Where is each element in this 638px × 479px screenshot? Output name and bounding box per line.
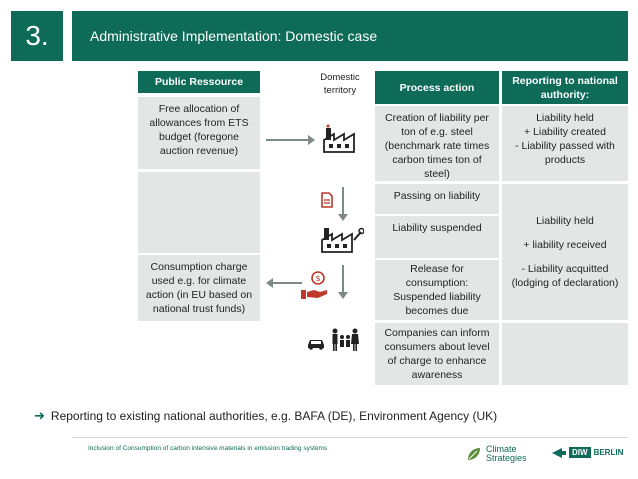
public-resource-row-1: Free allocation of allowances from ETS b…	[138, 97, 260, 169]
slide-header: 3. Administrative Implementation: Domest…	[0, 11, 638, 61]
slide-number: 3.	[11, 11, 63, 61]
family-icon	[332, 328, 359, 351]
arrow-down-1	[338, 187, 348, 221]
diw-arrow-icon	[552, 447, 566, 458]
reporting-row-1: Liability held + Liability created - Lia…	[502, 106, 628, 181]
car-icon	[308, 340, 324, 350]
document-icon	[321, 192, 333, 208]
footer-divider	[72, 437, 628, 438]
domestic-territory-label: Domestic territory	[320, 72, 360, 96]
logo-cs-line2: Strategies	[486, 453, 527, 463]
process-action-header: Process action	[375, 71, 499, 104]
money-hand-icon: $	[301, 271, 327, 299]
arrow-down-2	[338, 265, 348, 299]
process-row-companies: Companies can inform consumers about lev…	[375, 323, 499, 385]
arrow-bullet-icon: ➜	[34, 408, 45, 423]
reporting-liability-held: Liability held	[536, 215, 594, 227]
public-resource-row-2	[138, 172, 260, 253]
arrow-left	[266, 278, 302, 288]
svg-text:$: $	[315, 274, 320, 283]
process-row-passing: Passing on liability	[375, 184, 499, 214]
footer-text: Inclusion of Consumption of carbon inten…	[88, 445, 328, 452]
leaf-icon	[468, 448, 480, 460]
arrow-right	[266, 135, 315, 145]
factory-icon	[323, 124, 355, 153]
logo-cs-line1: Climate	[486, 444, 517, 454]
process-row-release: Release for consumption: Suspended liabi…	[375, 260, 499, 320]
logo-diw: DIW	[569, 447, 591, 458]
bullet-text: Reporting to existing national authoriti…	[50, 409, 498, 423]
public-resource-header: Public Ressource	[138, 71, 260, 93]
reporting-header: Reporting to national authority:	[502, 71, 628, 104]
climate-strategies-logo: Climate Strategies	[466, 445, 527, 463]
process-row-suspended: Liability suspended	[375, 216, 499, 258]
reporting-row-3	[502, 323, 628, 385]
reporting-liability-acquitted: - Liability acquitted (lodging of declar…	[511, 263, 619, 289]
reporting-row-2: Liability held + liability received - Li…	[502, 184, 628, 320]
logo-berlin: BERLIN	[593, 448, 624, 457]
reporting-liability-received: + liability received	[523, 239, 607, 251]
bullet-reporting: ➜ Reporting to existing national authori…	[34, 408, 497, 424]
slide-title: Administrative Implementation: Domestic …	[72, 11, 628, 61]
diw-berlin-logo: DIW BERLIN	[552, 447, 623, 458]
factory-wrench-icon	[321, 227, 364, 253]
public-resource-row-3: Consumption charge used e.g. for climate…	[138, 255, 260, 321]
process-row-creation: Creation of liability per ton of e.g. st…	[375, 106, 499, 181]
